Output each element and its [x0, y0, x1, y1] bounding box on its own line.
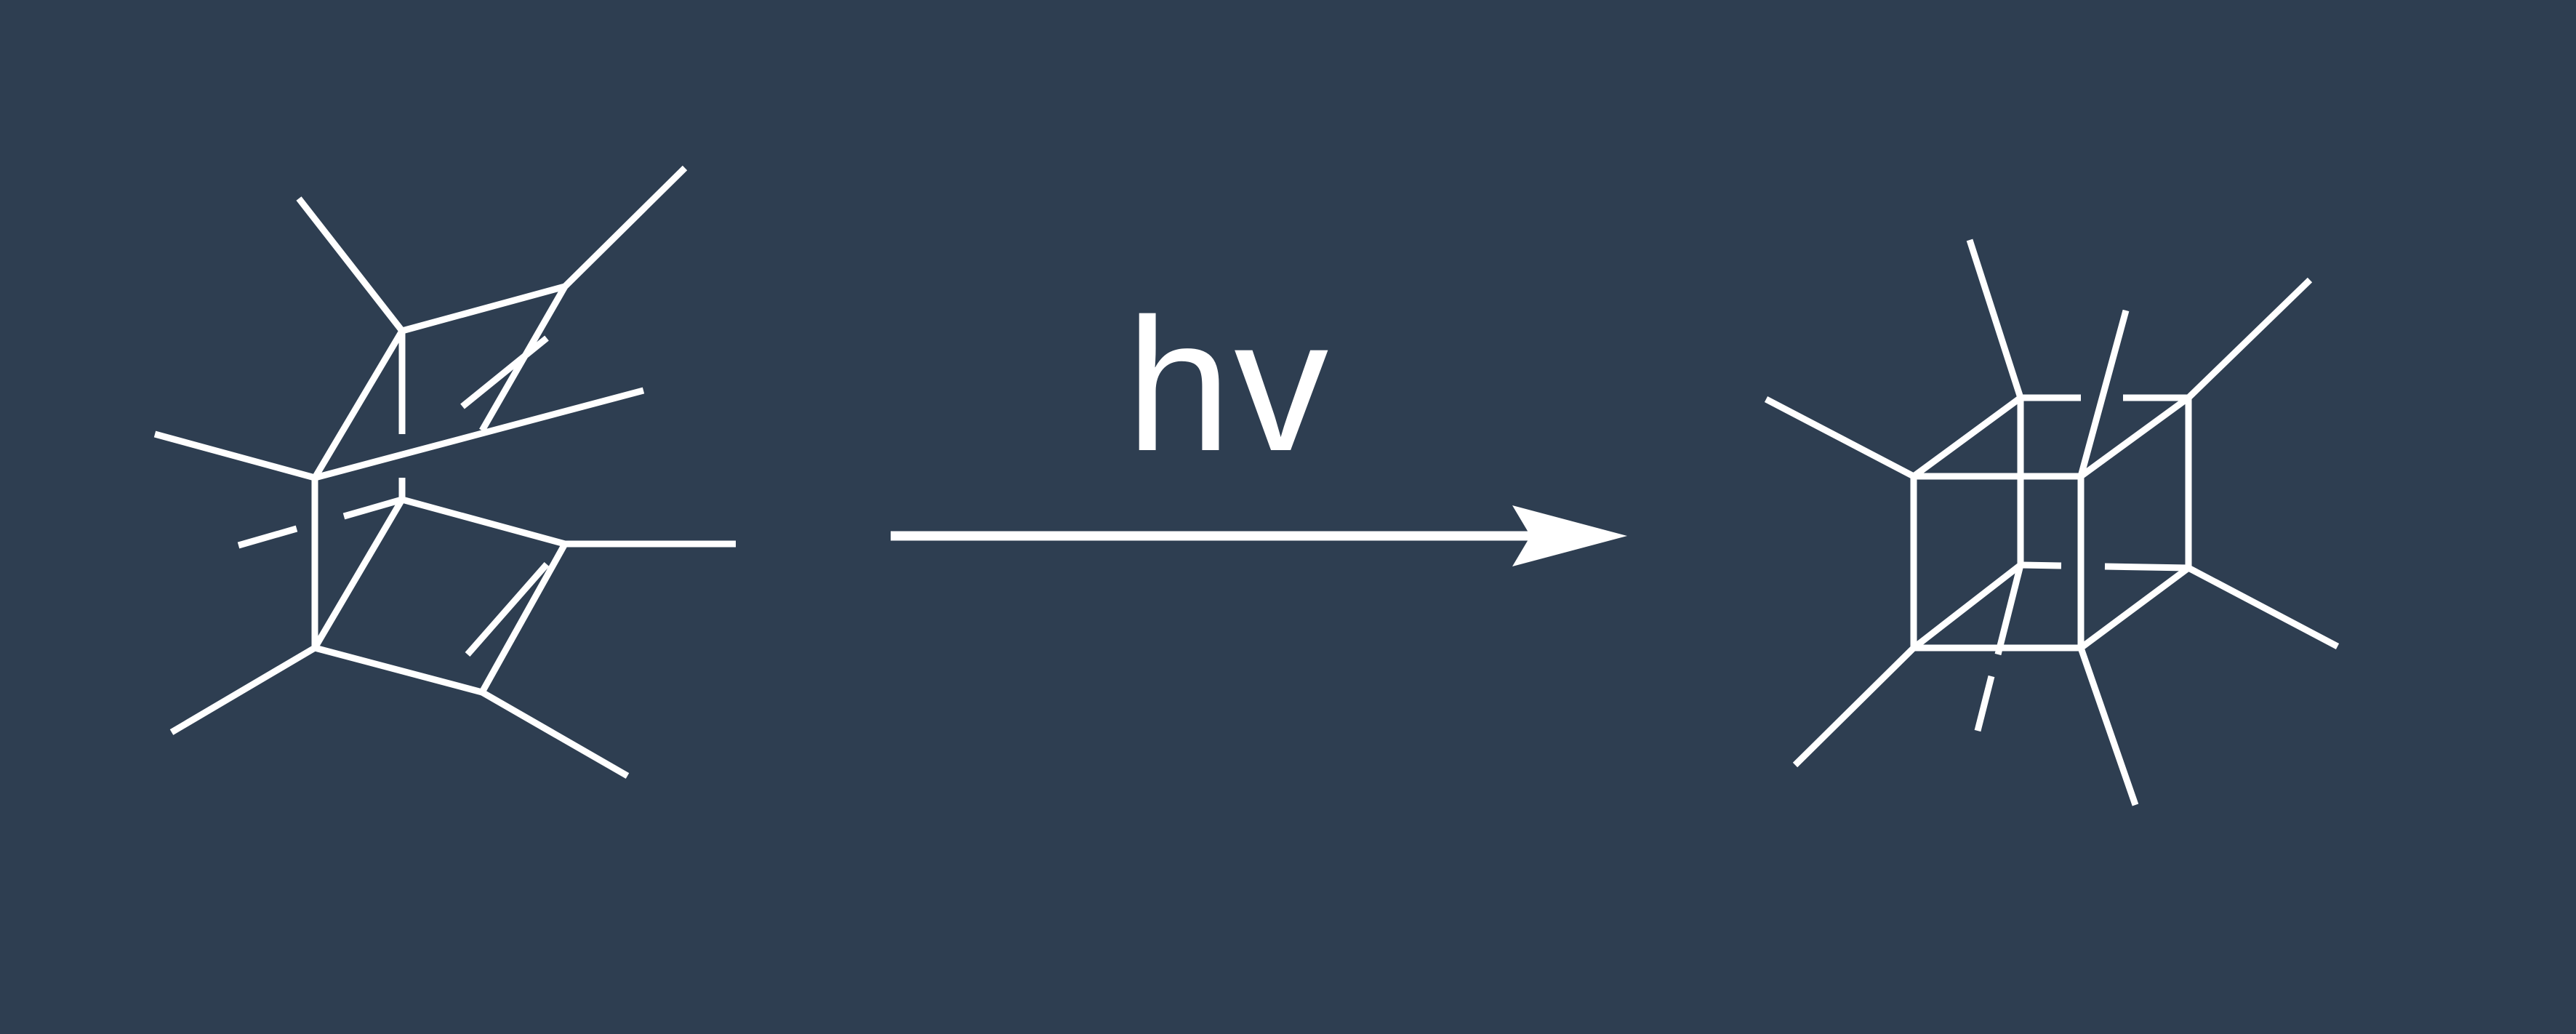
methyl-bond: [1764, 396, 1916, 479]
bond: [312, 329, 405, 480]
methyl-bond: [169, 645, 317, 735]
product-molecule: [1764, 239, 2340, 806]
methyl-bond: [2186, 565, 2340, 649]
arrow-head: [1512, 505, 1627, 566]
hidden-methyl-bond: [342, 496, 404, 520]
bond: [2079, 395, 2191, 479]
hidden-methyl-bond: [237, 525, 298, 549]
methyl-bond: [2186, 277, 2313, 401]
reactant-molecule: [153, 165, 736, 779]
bond: [2079, 565, 2191, 651]
methyl-bond: [562, 165, 688, 289]
bond: [401, 283, 566, 334]
reaction-arrow: [891, 505, 1627, 566]
bond: [312, 497, 405, 650]
bond: [2020, 561, 2062, 569]
methyl-bond: [480, 689, 630, 779]
hidden-methyl-bond: [1974, 675, 1995, 732]
bond: [2104, 563, 2189, 572]
bond: [313, 387, 645, 481]
methyl-bond: [153, 430, 316, 481]
methyl-bond: [296, 196, 405, 333]
bond: [1911, 562, 2023, 651]
hidden-methyl-bond: [1994, 564, 2024, 656]
methyl-bond: [2077, 309, 2130, 478]
double-bond-inner: [460, 335, 549, 409]
methyl-bond: [1966, 239, 2024, 399]
methyl-bond: [2077, 646, 2139, 806]
bond: [1911, 395, 2023, 479]
reaction-condition-label: hv: [1126, 280, 1332, 491]
methyl-bond: [1792, 645, 1917, 768]
bond: [313, 644, 483, 696]
double-bond-inner: [465, 562, 550, 657]
bond: [479, 542, 568, 694]
bond: [401, 496, 566, 548]
